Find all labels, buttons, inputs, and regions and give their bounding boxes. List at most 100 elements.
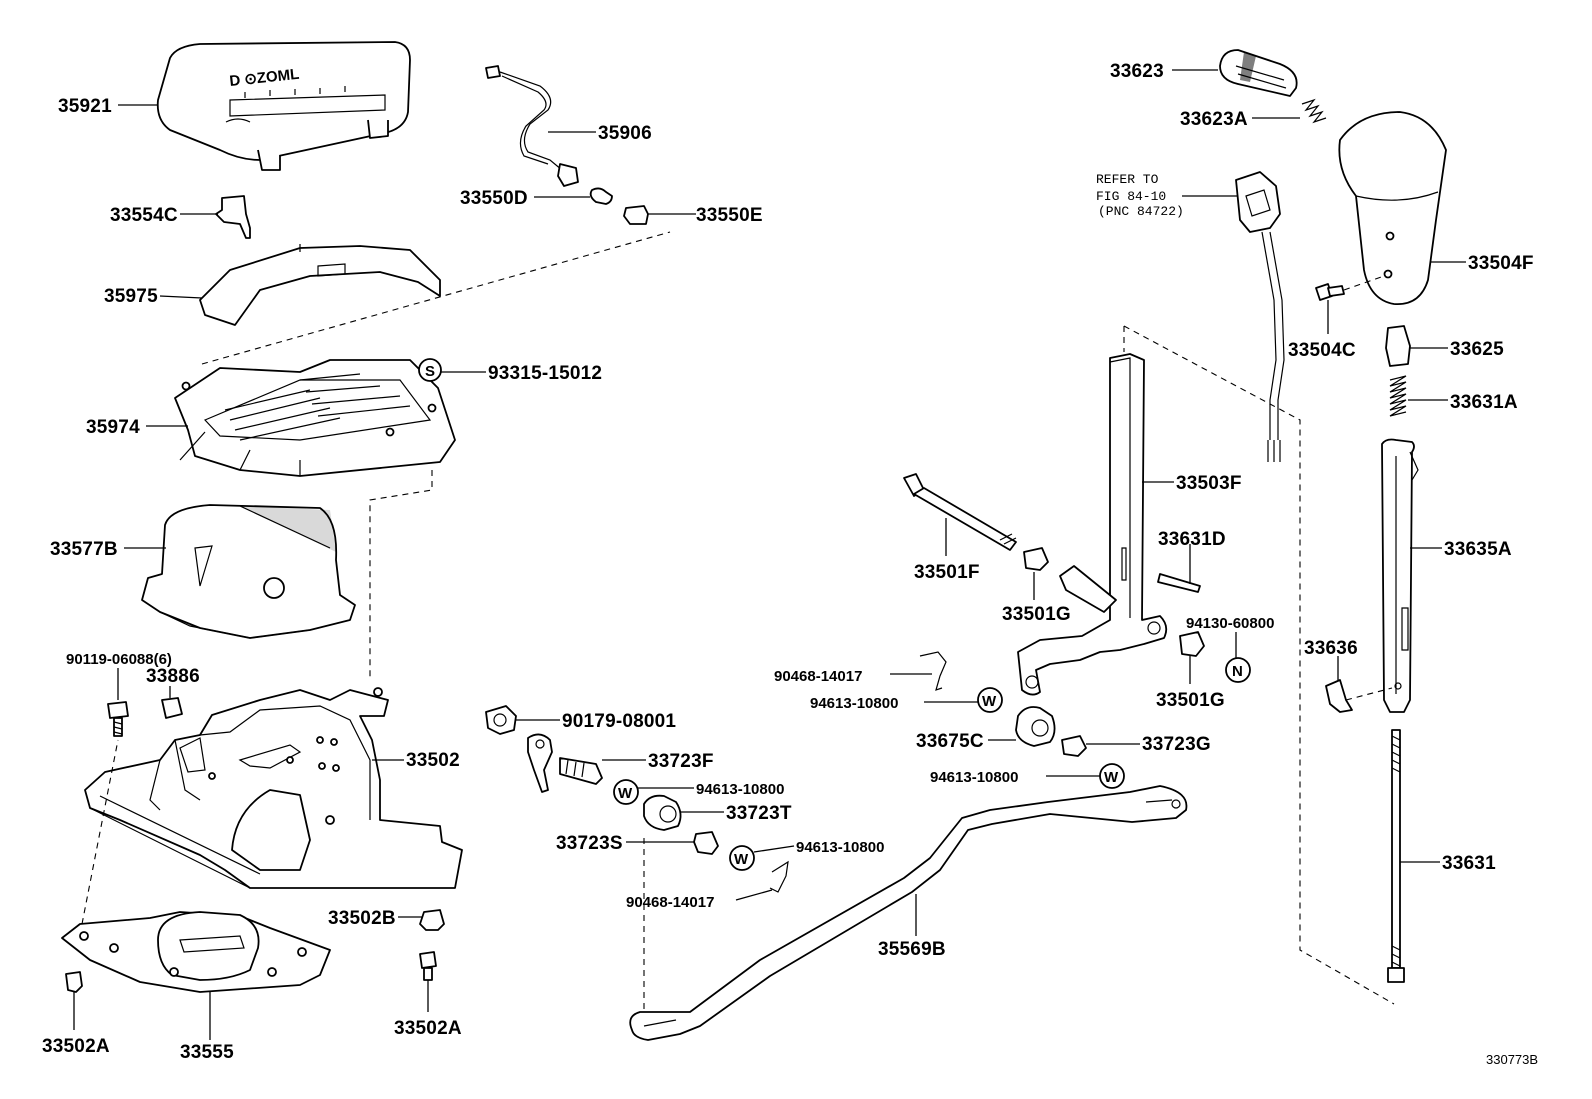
label-33501F: 33501F (914, 562, 980, 583)
symbol-w (729, 845, 755, 871)
part-90468-clip-lower (769, 860, 789, 893)
part-33631A-spring (1389, 375, 1407, 417)
label-33501G-lower: 33501G (1156, 690, 1225, 711)
part-90119-bolt (107, 701, 129, 737)
label-90468-14017-upper: 90468-14017 (774, 668, 862, 685)
label-35906: 35906 (598, 123, 652, 144)
symbol-w-letter: W (618, 785, 633, 802)
part-33502A-left (65, 971, 83, 993)
label-93315-15012: 93315-15012 (488, 363, 602, 384)
guide-line (1123, 325, 1395, 1005)
symbol-n (1225, 657, 1251, 683)
symbol-n-letter: N (1232, 663, 1243, 680)
label-94613-10800-c: 94613-10800 (810, 695, 898, 712)
part-33550D (589, 187, 613, 205)
part-35974-slide-plate (174, 359, 456, 477)
label-94613-10800-d: 94613-10800 (930, 769, 1018, 786)
label-33502: 33502 (406, 750, 460, 771)
part-33555-boot-plate (61, 911, 331, 993)
label-33554C: 33554C (110, 205, 178, 226)
label-33631D: 33631D (1158, 529, 1226, 550)
part-33503F-shift-lever (1017, 353, 1168, 696)
guide-line (81, 739, 119, 925)
guide-line (1343, 275, 1385, 291)
part-33502A-right (419, 951, 437, 981)
part-33631D-pin (1157, 573, 1201, 593)
symbol-w-letter: W (1104, 769, 1119, 786)
part-33675C-bushing (1015, 706, 1056, 747)
part-connector-harness (1235, 171, 1285, 462)
label-35569B: 35569B (878, 939, 946, 960)
part-33504C-screw (1315, 283, 1345, 301)
part-35906-bulb-wire (485, 65, 579, 187)
part-33501F-bolt (903, 473, 1017, 551)
label-33723S: 33723S (556, 833, 623, 854)
label-90468-14017-lower: 90468-14017 (626, 894, 714, 911)
label-33675C: 33675C (916, 731, 984, 752)
label-33502B: 33502B (328, 908, 396, 929)
label-33631A: 33631A (1450, 392, 1518, 413)
label-33504C: 33504C (1288, 340, 1356, 361)
refer-line-2: FIG 84-10 (1096, 189, 1166, 204)
part-33501G-upper (1023, 547, 1049, 571)
label-33503F: 33503F (1176, 473, 1242, 494)
label-33723F: 33723F (648, 751, 714, 772)
label-33504F: 33504F (1468, 253, 1534, 274)
part-33577B-cover (141, 504, 356, 639)
label-33501G-upper: 33501G (1002, 604, 1071, 625)
label-33623A: 33623A (1180, 109, 1248, 130)
part-33625 (1385, 325, 1411, 367)
label-33723G: 33723G (1142, 734, 1211, 755)
part-33723F-pin (559, 757, 603, 785)
part-33723T-bushing (643, 794, 682, 831)
symbol-s-letter: S (425, 363, 435, 380)
label-33502A-right: 33502A (394, 1018, 462, 1039)
part-33623-knob-button (1219, 49, 1298, 97)
refer-line-1: REFER TO (1096, 172, 1159, 187)
part-33631-rod (1387, 729, 1405, 983)
label-33555: 33555 (180, 1042, 234, 1063)
label-35974: 35974 (86, 417, 140, 438)
part-33502B (419, 909, 445, 931)
figure-code: 330773B (1486, 1052, 1538, 1067)
part-90468-clip-upper (919, 651, 947, 691)
symbol-w (977, 687, 1003, 713)
symbol-w (613, 779, 639, 805)
label-33577B: 33577B (50, 539, 118, 560)
guide-line (369, 470, 433, 680)
label-33635A: 33635A (1444, 539, 1512, 560)
part-33502-shift-bracket (84, 687, 463, 889)
symbol-w-letter: W (982, 693, 997, 710)
guide-line (201, 231, 671, 365)
label-35921: 35921 (58, 96, 112, 117)
label-33631: 33631 (1442, 853, 1496, 874)
part-lever-link (527, 733, 553, 793)
label-94130-60800: 94130-60800 (1186, 615, 1274, 632)
label-33625: 33625 (1450, 339, 1504, 360)
part-33723S-collar (693, 831, 719, 855)
label-33886: 33886 (146, 666, 200, 687)
part-33723G-collar (1061, 735, 1087, 757)
symbol-s (418, 358, 442, 382)
label-33502A-left: 33502A (42, 1036, 110, 1057)
part-33550E (623, 205, 649, 225)
label-33550D: 33550D (460, 188, 528, 209)
part-33623A-spring (1301, 98, 1327, 124)
label-94613-10800-a: 94613-10800 (696, 781, 784, 798)
part-33886 (161, 697, 183, 719)
label-33623: 33623 (1110, 61, 1164, 82)
guide-line (1345, 687, 1393, 701)
label-33550E: 33550E (696, 205, 763, 226)
part-33504F-shift-knob (1338, 111, 1447, 305)
part-33635A-lever-rod (1381, 438, 1419, 713)
label-94613-10800-b: 94613-10800 (796, 839, 884, 856)
part-33554C-clip (215, 195, 251, 239)
refer-line-3: (PNC 84722) (1098, 204, 1184, 219)
part-35975-plate (199, 244, 441, 326)
part-33636-clip (1325, 679, 1353, 713)
label-35975: 35975 (104, 286, 158, 307)
label-33636: 33636 (1304, 638, 1358, 659)
part-90179-nut (485, 705, 517, 735)
label-90119-06088-6: 90119-06088(6) (66, 651, 172, 668)
